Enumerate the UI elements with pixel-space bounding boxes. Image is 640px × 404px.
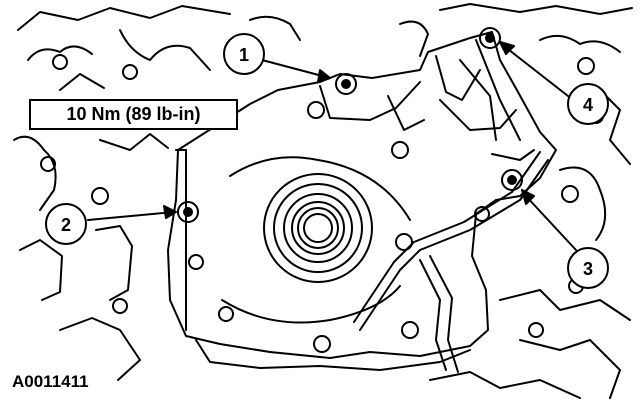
callout-2: 2 (45, 203, 87, 245)
leader-line-4 (503, 45, 569, 97)
callout-4-label: 4 (583, 95, 593, 115)
arrow-4 (499, 41, 515, 55)
bolt-4 (479, 27, 501, 49)
engine-block-background (13, 3, 633, 399)
callout-2-label: 2 (61, 215, 71, 235)
torque-spec-label: 10 Nm (89 lb-in) (29, 99, 238, 130)
bolt-3 (501, 169, 523, 191)
callout-1: 1 (223, 33, 265, 75)
leader-lines (87, 41, 577, 251)
callout-3-label: 3 (583, 259, 593, 279)
housing-holes (188, 101, 490, 353)
pump-rotor (221, 156, 411, 324)
figure-id: A0011411 (12, 372, 89, 391)
bolt-2 (177, 201, 199, 223)
callout-4: 4 (567, 83, 609, 125)
arrow-2 (163, 205, 177, 219)
callout-1-label: 1 (239, 45, 249, 65)
arrow-3 (521, 189, 535, 205)
leader-line-2 (87, 211, 175, 221)
leader-line-3 (523, 193, 577, 251)
oil-pump-housing (167, 31, 557, 371)
bolt-1 (335, 73, 357, 95)
pickup-tube (353, 151, 549, 373)
callout-3: 3 (567, 247, 609, 289)
arrow-1 (317, 69, 331, 83)
